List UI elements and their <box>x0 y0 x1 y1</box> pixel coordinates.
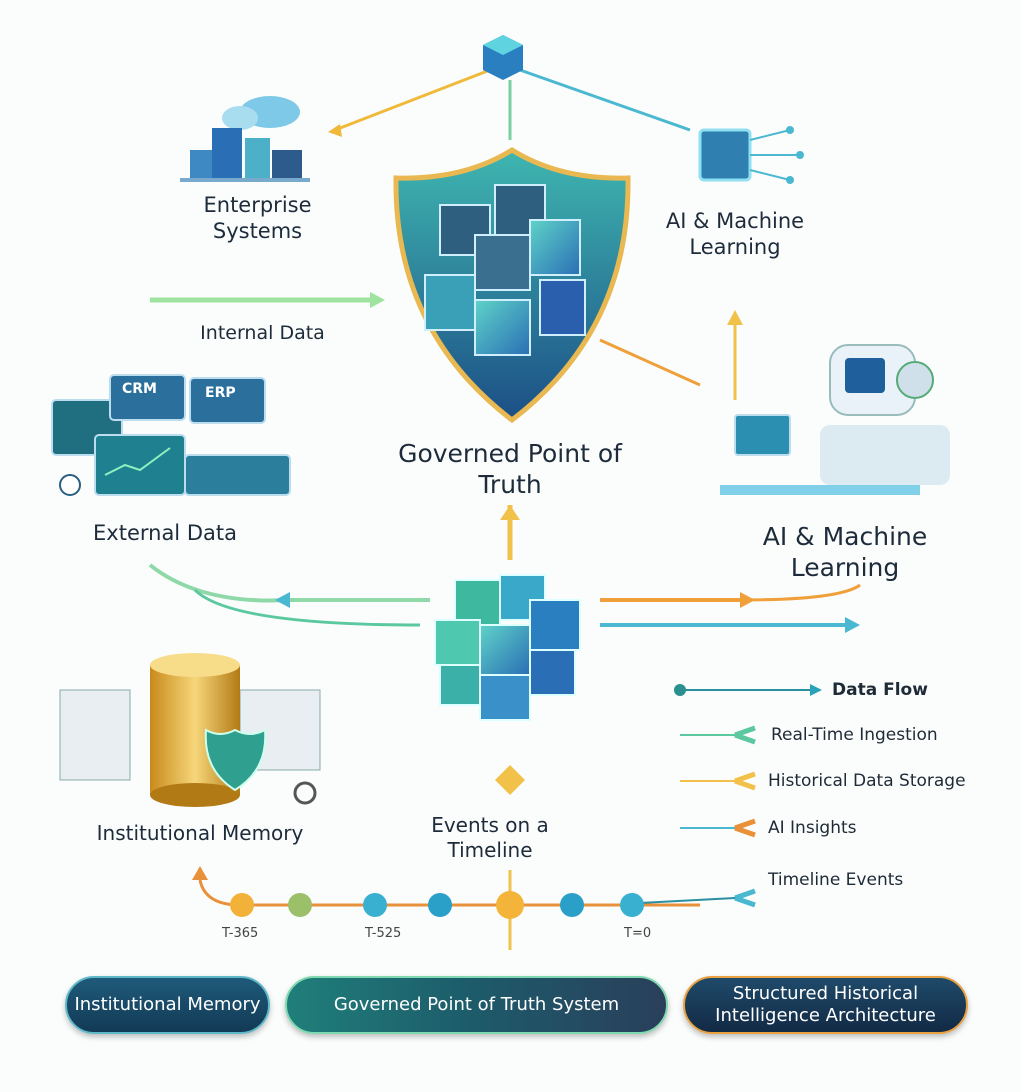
shield-icon <box>393 147 631 424</box>
ai-chip-icon <box>698 126 804 184</box>
governed-point-label: Governed Point of Truth <box>398 439 622 500</box>
institutional-memory-label: Institutional Memory <box>96 821 304 845</box>
external-data-label: External Data <box>93 521 237 545</box>
timeline-tick: T-525 <box>365 926 402 941</box>
legend-item: Real-Time Ingestion <box>771 725 938 745</box>
legend-item: Timeline Events <box>768 870 904 890</box>
timeline-tick: T=0 <box>624 926 652 941</box>
crm-erp-screens-icon <box>51 374 291 496</box>
legend-item: Data Flow <box>832 680 928 700</box>
crm-screen-label: CRM <box>122 381 157 397</box>
internal-data-label: Internal Data <box>200 322 325 344</box>
center-cube-cluster-icon <box>434 574 581 721</box>
structured-historical-button[interactable]: Structured Historical Intelligence Archi… <box>683 976 968 1034</box>
database-icon <box>59 653 321 807</box>
enterprise-buildings-icon <box>180 96 310 182</box>
legend-item: Historical Data Storage <box>768 771 966 791</box>
timeline-tick: T-365 <box>222 926 259 941</box>
legend-item: AI Insights <box>768 818 857 838</box>
events-timeline-label: Events on a Timeline <box>431 813 549 862</box>
ai-ml-top-label: AI & Machine Learning <box>665 209 805 260</box>
arrowheads <box>275 124 860 696</box>
ai-ml-right-label: AI & Machine Learning <box>762 522 928 583</box>
robot-icon <box>720 344 950 495</box>
timeline-nodes <box>230 891 644 919</box>
erp-screen-label: ERP <box>205 385 236 401</box>
enterprise-systems-label: Enterprise Systems <box>203 193 312 244</box>
top-cube-icon <box>483 35 523 80</box>
institutional-memory-button[interactable]: Institutional Memory <box>65 976 270 1034</box>
legend-forks <box>639 725 756 908</box>
governed-point-of-truth-button[interactable]: Governed Point of Truth System <box>285 976 668 1034</box>
diamond-marker-icon <box>495 765 525 795</box>
